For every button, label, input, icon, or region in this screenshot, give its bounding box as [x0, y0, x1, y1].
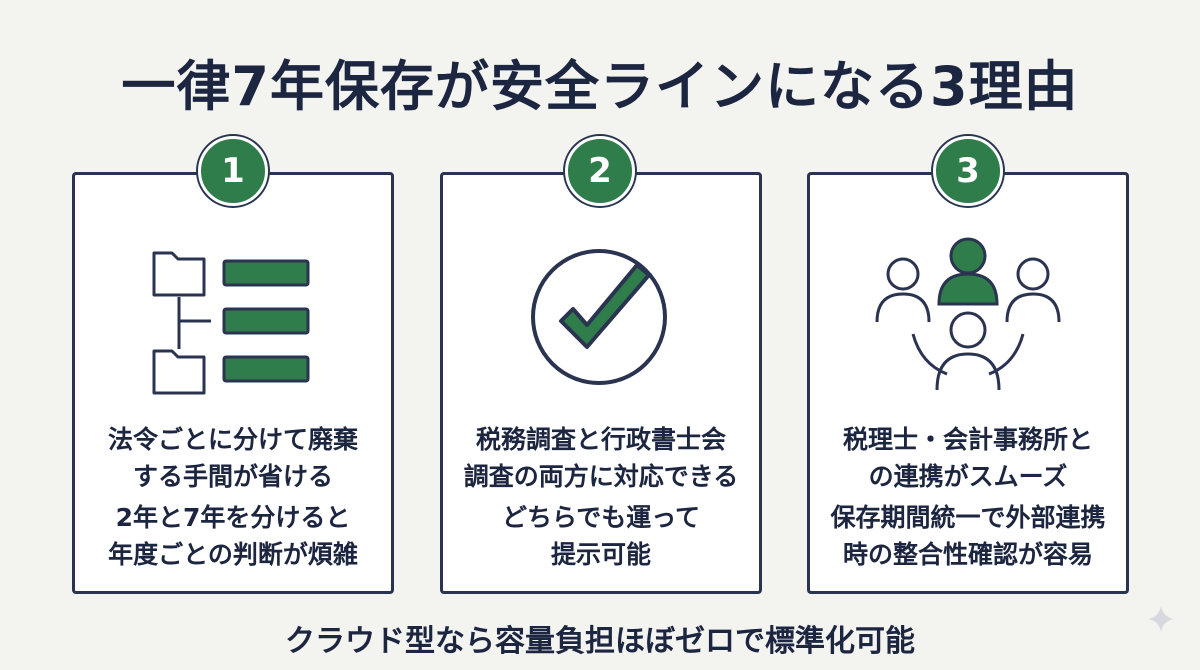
reason-detail: 年度ごとの判断が煩雑 [108, 540, 358, 569]
reason-detail: 保存期間統一で外部連携 [830, 503, 1106, 532]
reason-line: の連携がスムーズ [868, 462, 1068, 491]
folder-list-icon [75, 225, 391, 405]
reason-detail: 時の整合性確認が容易 [842, 540, 1093, 569]
number-badge-1: 1 [198, 136, 268, 206]
footer-note: クラウド型なら容量負担ほぼゼロで標準化可能 [285, 624, 915, 659]
reason-detail: 2年と7年を分けると [115, 503, 351, 532]
people-group-icon [810, 225, 1126, 405]
sparkle-icon [1148, 606, 1174, 632]
reason-card-2: 税務調査と行政書士会 調査の両方に対応できる どちらでも運って 提示可能 [440, 172, 762, 594]
number-badge-3: 3 [933, 136, 1003, 206]
reason-line: 法令ごとに分けて廃棄 [107, 425, 358, 454]
reason-card-3: 税理士・会計事務所と の連携がスムーズ 保存期間統一で外部連携 時の整合性確認が… [807, 172, 1129, 594]
reason-detail: 提示可能 [550, 540, 651, 569]
reason-card-1: 法令ごとに分けて廃棄 する手間が省ける 2年と7年を分けると 年度ごとの判断が煩… [72, 172, 394, 594]
reason-line: 税務調査と行政書士会 [475, 425, 726, 454]
checkmark-circle-icon [443, 225, 759, 405]
reason-detail: どちらでも運って [501, 503, 700, 532]
page-title: 一律7年保存が安全ラインになる3理由 [121, 55, 1079, 118]
reason-line: 税理士・会計事務所と [842, 425, 1093, 454]
reason-line: する手間が省ける [132, 462, 333, 491]
number-badge-2: 2 [565, 136, 635, 206]
reason-line: 調査の両方に対応できる [463, 462, 739, 491]
